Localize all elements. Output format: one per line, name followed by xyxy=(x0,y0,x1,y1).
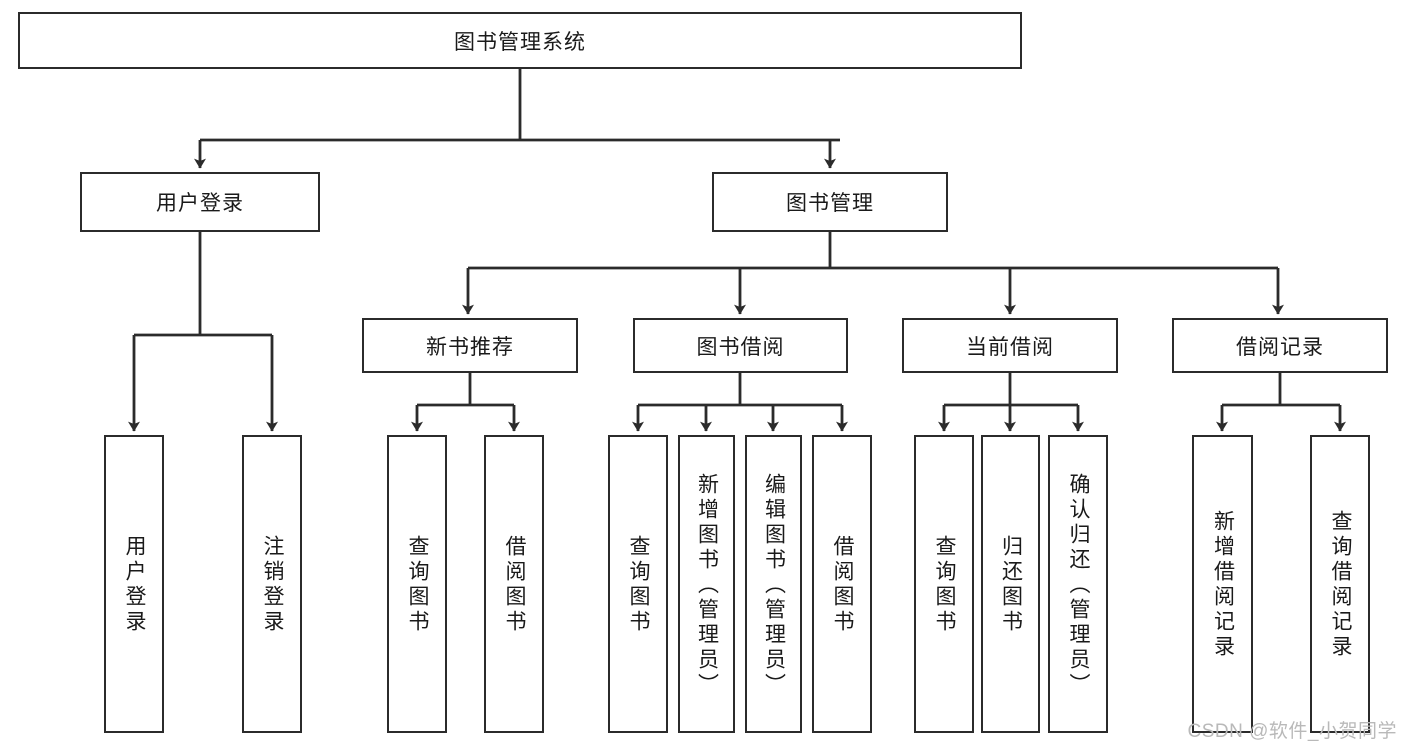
leaf-borrow-book-new-label: 借阅图书 xyxy=(503,535,527,635)
node-user-login-label: 用户登录 xyxy=(156,192,244,215)
leaf-confirm-return-admin[interactable]: 确认归还（管理员） xyxy=(1048,435,1108,733)
leaf-add-book-admin-label: 新增图书（管理员） xyxy=(695,472,719,698)
leaf-query-book-current[interactable]: 查询图书 xyxy=(914,435,974,733)
leaf-query-book-current-label: 查询图书 xyxy=(933,535,957,635)
node-book-management[interactable]: 图书管理 xyxy=(712,172,948,232)
leaf-borrow-book-new[interactable]: 借阅图书 xyxy=(484,435,544,733)
node-borrow-record[interactable]: 借阅记录 xyxy=(1172,318,1388,373)
leaf-confirm-return-admin-label: 确认归还（管理员） xyxy=(1067,472,1091,698)
leaf-borrow-book[interactable]: 借阅图书 xyxy=(812,435,872,733)
leaf-user-login-label: 用户登录 xyxy=(123,535,147,635)
leaf-add-borrow-record[interactable]: 新增借阅记录 xyxy=(1192,435,1253,733)
leaf-edit-book-admin-label: 编辑图书（管理员） xyxy=(762,472,786,698)
leaf-query-book-new[interactable]: 查询图书 xyxy=(387,435,447,733)
node-root-label: 图书管理系统 xyxy=(454,30,586,54)
leaf-query-book-borrow-label: 查询图书 xyxy=(627,535,651,635)
leaf-query-borrow-record-label: 查询借阅记录 xyxy=(1329,510,1353,660)
leaf-user-login[interactable]: 用户登录 xyxy=(104,435,164,733)
leaf-return-book-label: 归还图书 xyxy=(999,535,1023,635)
leaf-edit-book-admin[interactable]: 编辑图书（管理员） xyxy=(745,435,802,733)
leaf-add-borrow-record-label: 新增借阅记录 xyxy=(1211,510,1235,660)
leaf-return-book[interactable]: 归还图书 xyxy=(981,435,1040,733)
node-user-login[interactable]: 用户登录 xyxy=(80,172,320,232)
leaf-add-book-admin[interactable]: 新增图书（管理员） xyxy=(678,435,735,733)
leaf-query-book-new-label: 查询图书 xyxy=(406,535,430,635)
node-new-book-recommend[interactable]: 新书推荐 xyxy=(362,318,578,373)
leaf-logout-label: 注销登录 xyxy=(261,535,285,635)
node-root[interactable]: 图书管理系统 xyxy=(18,12,1022,69)
node-book-borrow-label: 图书借阅 xyxy=(696,335,785,359)
node-book-borrow[interactable]: 图书借阅 xyxy=(633,318,848,373)
leaf-query-book-borrow[interactable]: 查询图书 xyxy=(608,435,668,733)
node-book-management-label: 图书管理 xyxy=(786,192,874,215)
leaf-logout[interactable]: 注销登录 xyxy=(242,435,302,733)
leaf-query-borrow-record[interactable]: 查询借阅记录 xyxy=(1310,435,1370,733)
leaf-borrow-book-label: 借阅图书 xyxy=(831,535,855,635)
node-borrow-record-label: 借阅记录 xyxy=(1236,335,1324,359)
node-current-borrow-label: 当前借阅 xyxy=(966,335,1054,359)
node-current-borrow[interactable]: 当前借阅 xyxy=(902,318,1118,373)
node-new-book-recommend-label: 新书推荐 xyxy=(426,335,514,359)
